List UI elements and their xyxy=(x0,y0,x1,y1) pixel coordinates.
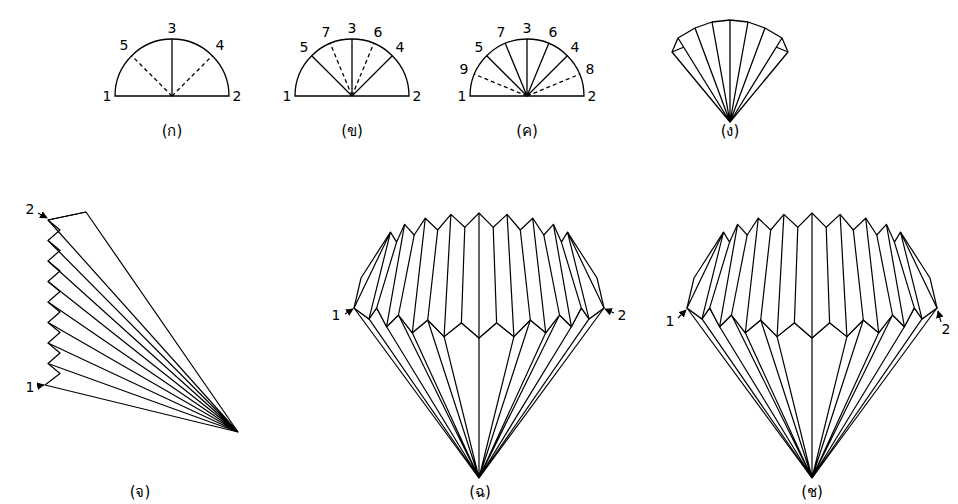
callout-number: 2 xyxy=(941,322,952,337)
panel-caption: (ฉ) xyxy=(468,484,492,501)
callout-number: 6 xyxy=(373,25,384,40)
panel-caption: (ก) xyxy=(161,123,184,140)
panel-caption: (ค) xyxy=(515,123,539,140)
callout-number: 5 xyxy=(299,40,310,55)
pleated-stack-e xyxy=(45,212,238,432)
callout-number: 3 xyxy=(167,21,178,36)
callout-number: 4 xyxy=(215,38,226,53)
callout-number: 2 xyxy=(587,89,598,104)
callout-number: 4 xyxy=(395,40,406,55)
panel-caption: (ง) xyxy=(720,123,741,140)
callout-number: 2 xyxy=(25,202,36,217)
leader-arrows xyxy=(38,213,941,386)
callout-number: 4 xyxy=(570,40,581,55)
panel-caption: (จ) xyxy=(129,484,152,501)
callout-number: 3 xyxy=(522,21,533,36)
semicircle-a xyxy=(115,39,229,96)
callout-number: 2 xyxy=(232,89,243,104)
callout-number: 5 xyxy=(119,38,130,53)
callout-number: 2 xyxy=(412,89,423,104)
callout-number: 9 xyxy=(459,62,470,77)
callout-number: 1 xyxy=(457,89,468,104)
fluted-filter-g xyxy=(687,213,937,478)
fluted-filter-f xyxy=(354,213,604,478)
callout-number: 1 xyxy=(282,89,293,104)
callout-number: 5 xyxy=(474,40,485,55)
folded-cone-d xyxy=(672,20,788,122)
callout-number: 1 xyxy=(331,308,342,323)
callout-number: 8 xyxy=(585,62,596,77)
semicircle-b xyxy=(295,39,409,96)
panel-caption: (ข) xyxy=(340,123,364,140)
callout-number: 2 xyxy=(617,308,628,323)
callout-number: 7 xyxy=(496,25,507,40)
panel-caption: (ช) xyxy=(800,484,824,501)
callout-number: 6 xyxy=(548,25,559,40)
callout-number: 7 xyxy=(321,25,332,40)
callout-number: 3 xyxy=(347,21,358,36)
semicircle-c xyxy=(470,39,584,96)
callout-number: 1 xyxy=(665,314,676,329)
callout-number: 1 xyxy=(25,380,36,395)
callout-number: 1 xyxy=(102,89,113,104)
